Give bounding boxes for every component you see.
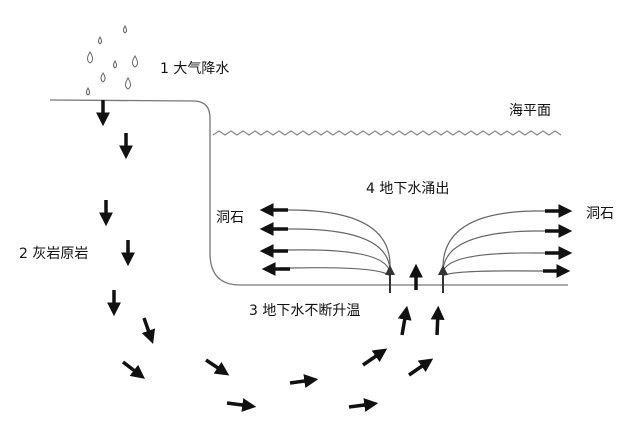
arrow-icon: [205, 358, 230, 376]
raindrop-icon: [86, 87, 90, 96]
left-outflow-arrows: [259, 203, 290, 276]
arrow-icon: [430, 305, 445, 336]
arrow-icon: [397, 305, 412, 336]
right-flow-lines: [442, 210, 545, 288]
ground-line: [49, 99, 568, 286]
raindrop-icon: [113, 60, 117, 69]
raindrop-icon: [132, 55, 138, 68]
raindrop-icon: [125, 77, 131, 90]
infiltration-arrows: [96, 100, 445, 412]
sea-level-wave: [212, 130, 562, 136]
left-flow-lines: [280, 209, 391, 288]
raindrop-icon: [98, 36, 102, 45]
label-limestone: 2 灰岩原岩: [19, 246, 89, 262]
label-sea-level: 海平面: [509, 103, 551, 119]
label-cave-right: 洞石: [586, 206, 614, 222]
arrow-icon: [121, 360, 146, 379]
label-groundwater-emerge: 4 地下水涌出: [366, 181, 450, 197]
arrow-icon: [362, 348, 388, 367]
arrow-icon: [348, 398, 379, 412]
arrow-icon: [226, 398, 257, 412]
raindrop-icon: [87, 51, 93, 64]
raindrops: [86, 25, 138, 96]
right-outflow-arrows: [543, 204, 573, 278]
raindrop-icon: [123, 25, 127, 34]
arrow-icon: [141, 317, 156, 344]
raindrop-icon: [100, 72, 106, 83]
label-warming: 3 地下水不断升温: [249, 303, 361, 319]
label-cave-left: 洞石: [216, 210, 244, 226]
label-precipitation: 1 大气降水: [160, 61, 230, 77]
arrow-icon: [289, 374, 319, 388]
arrow-icon: [408, 358, 434, 377]
